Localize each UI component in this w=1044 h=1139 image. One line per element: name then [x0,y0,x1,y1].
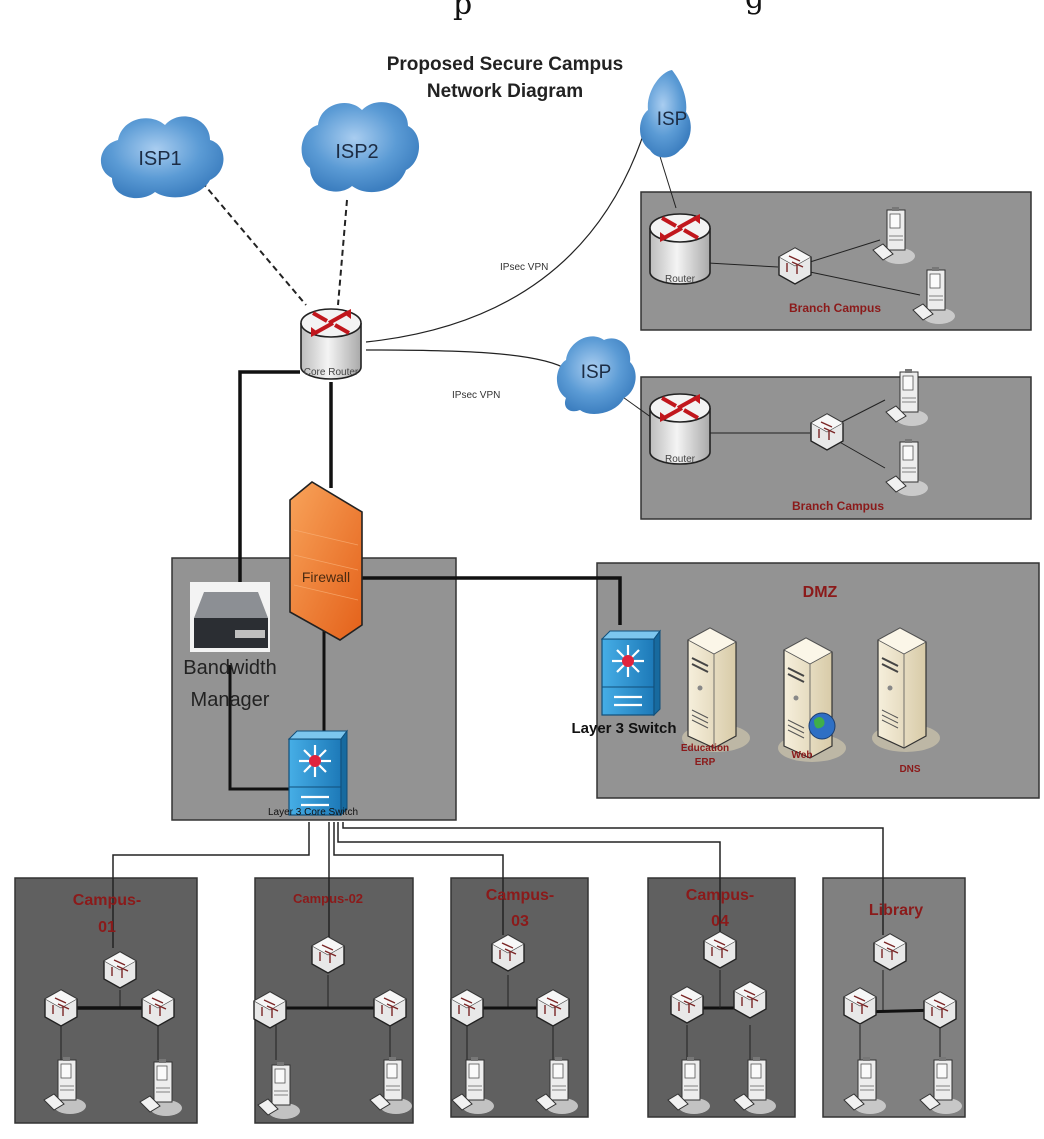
server-label-line2: ERP [695,757,716,768]
campus-label-line2: 03 [511,913,529,930]
cloud-label: ISP [581,362,612,383]
campus-03: Campus- 03 [450,887,579,1115]
firewall-label: Firewall [302,569,350,585]
dmz-switch-label: Layer 3 Switch [571,720,676,737]
diagram-title-line1: Proposed Secure Campus [387,54,624,75]
branch-router-2: Router [648,392,712,466]
link-firewall-dmz [360,576,622,625]
cloud-isp1: ISP1 [100,116,224,199]
bandwidth-manager: Bandwidth Manager [183,582,277,711]
branch-router-label: Router [665,454,696,465]
vpn-label-1: IPsec VPN [500,262,548,273]
cloud-label: ISP2 [335,141,378,163]
campus-label: Library [869,902,923,919]
campus-01: Campus- 01 [43,892,183,1117]
link-isp1-core [201,181,307,306]
server-label: DNS [899,764,920,775]
cloud-icon [301,102,420,193]
links [112,119,921,948]
link-isp2-core [337,199,348,306]
cloud-icon [556,336,636,414]
campus-library: Library [843,902,963,1115]
bandwidth-manager-label-1: Bandwidth [183,657,276,679]
cloud-icon [640,70,691,158]
campus-label: Campus-02 [293,891,363,906]
campus-04: Campus- 04 [667,887,777,1115]
cloud-label: ISP [657,109,688,130]
campus-label-line1: Campus- [486,887,554,904]
branch-router-1: Router [648,212,712,286]
core-router-label: Core Router [304,367,359,378]
cloud-icon [100,116,224,199]
link-bwm-coreswitch [228,665,310,791]
dmz-title: DMZ [803,584,838,601]
dmz-server-erp: Education ERP [681,627,751,768]
core-l3-switch-icon [287,729,349,817]
core-router: Core Router [299,307,363,381]
campus-label-line1: Campus- [686,887,754,904]
firewall: Firewall [289,481,363,641]
link-core-bwm [238,370,300,594]
link-campus01 [112,822,310,948]
link-isp-router-b2 [619,394,656,421]
link-vpn-branch1 [365,119,649,343]
campus-label-line2: 04 [711,913,729,930]
server-label: Web [792,750,813,761]
branch-campus-label-1: Branch Campus [789,301,881,315]
link-vpn-branch2 [365,349,569,371]
server-label-line1: Education [681,743,729,754]
firewall-icon [289,481,363,641]
campus-label-line2: 01 [98,919,116,936]
dmz-server-web: Web [777,637,847,763]
campus-label-line1: Campus- [73,892,141,909]
bandwidth-manager-label-2: Manager [191,689,270,711]
header-fragment-g: g [745,0,764,16]
dmz-server-dns: DNS [871,627,941,775]
cloud-isp-branch1: ISP [640,70,691,158]
link-library [342,822,884,935]
branch-router-label: Router [665,274,696,285]
dmz-l3-switch-icon [600,629,662,717]
diagram-title-line2: Network Diagram [427,81,583,102]
cloud-isp-branch2: ISP [556,336,636,414]
branch-campus-label-2: Branch Campus [792,499,884,513]
vpn-label-2: IPsec VPN [452,390,500,401]
cloud-label: ISP1 [138,148,181,170]
core-switch-label: Layer 3 Core Switch [268,807,358,818]
campus-02: Campus-02 [253,891,413,1120]
header-fragment-p: p [453,0,472,22]
link-campus03 [333,822,504,935]
link-campus04 [337,822,721,935]
cloud-isp2: ISP2 [301,102,420,193]
link-isp-router-b1 [657,149,677,209]
